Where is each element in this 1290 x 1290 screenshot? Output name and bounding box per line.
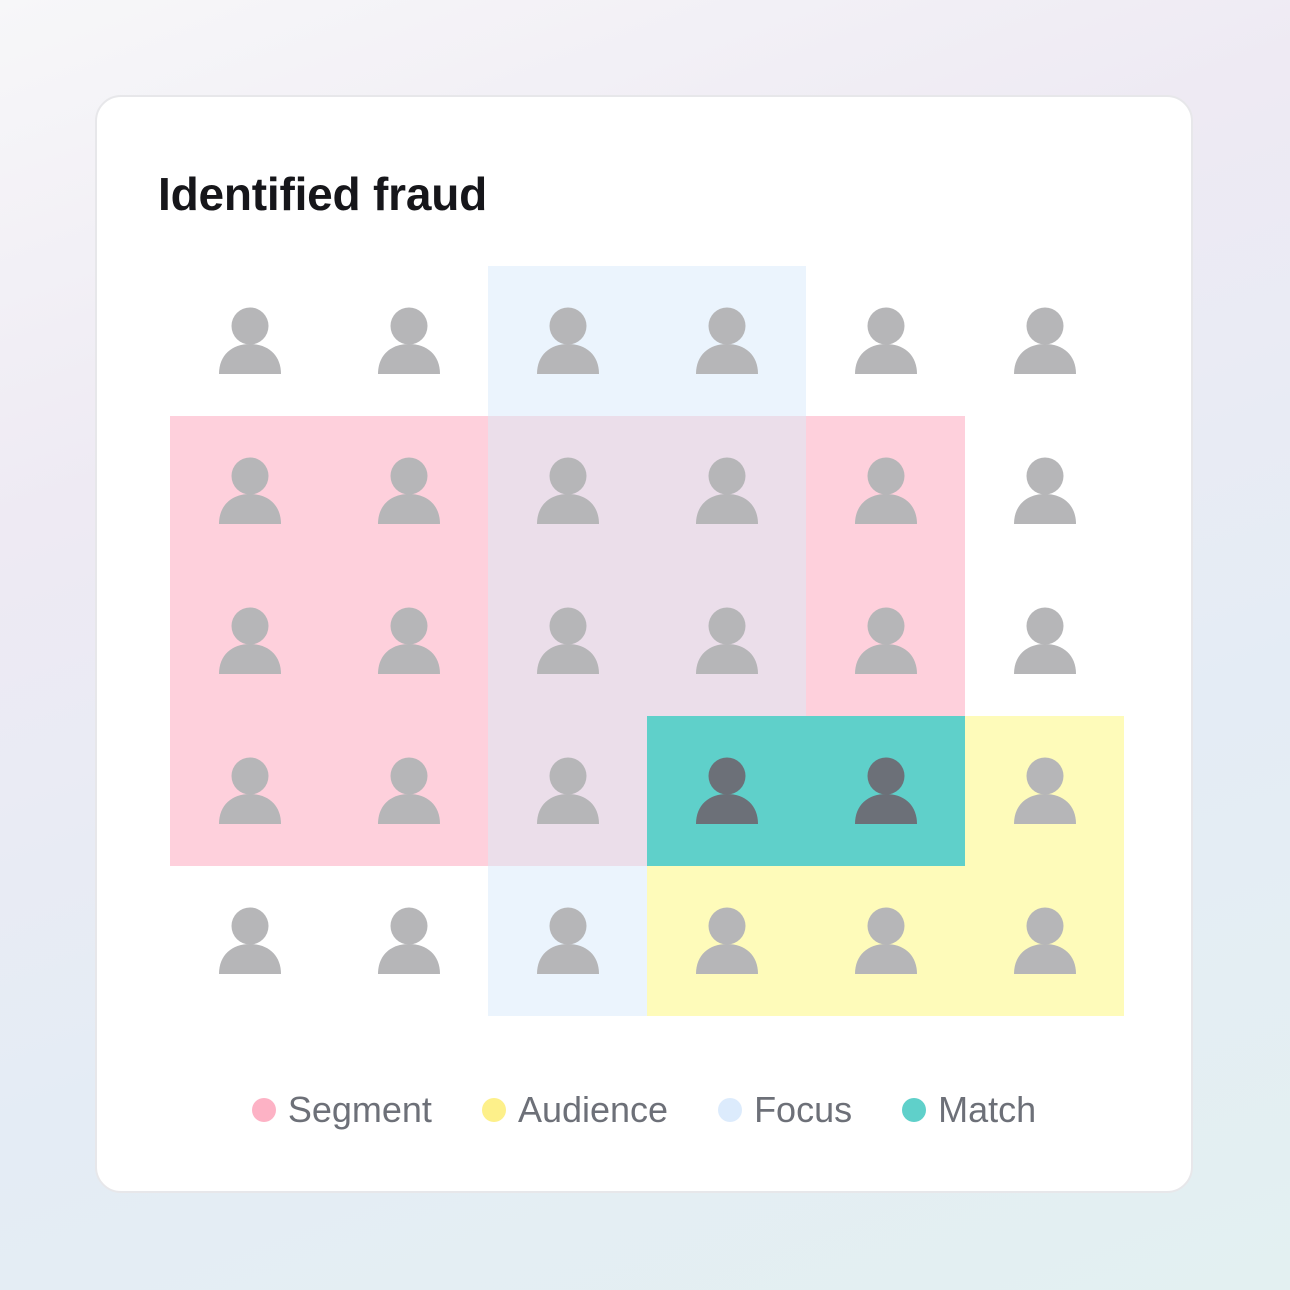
person-icon bbox=[329, 416, 488, 566]
people-grid bbox=[170, 266, 1124, 1016]
person-icon bbox=[329, 716, 488, 866]
person-icon bbox=[488, 866, 647, 1016]
region-audience bbox=[647, 866, 965, 1016]
legend-item-audience: Audience bbox=[481, 1089, 669, 1131]
legend: Segment Audience Focus Match bbox=[97, 1089, 1191, 1131]
person-icon bbox=[488, 566, 647, 716]
person-icon bbox=[170, 716, 329, 866]
legend-item-segment: Segment bbox=[251, 1089, 432, 1131]
person-icon bbox=[170, 416, 329, 566]
legend-swatch bbox=[251, 1098, 276, 1122]
legend-swatch bbox=[902, 1098, 927, 1122]
legend-label: Match bbox=[938, 1089, 1037, 1130]
person-icon bbox=[488, 416, 647, 566]
person-icon bbox=[170, 266, 329, 416]
legend-label: Focus bbox=[754, 1089, 853, 1130]
person-icon bbox=[170, 866, 329, 1016]
card-title: Identified fraud bbox=[158, 168, 488, 220]
person-icon bbox=[965, 566, 1124, 716]
region-segment bbox=[170, 416, 488, 866]
person-icon bbox=[965, 866, 1124, 1016]
person-icon bbox=[488, 266, 647, 416]
legend-swatch bbox=[481, 1098, 506, 1122]
person-icon bbox=[647, 716, 806, 866]
person-icon bbox=[329, 866, 488, 1016]
person-icon bbox=[647, 416, 806, 566]
region-match bbox=[647, 716, 965, 866]
person-icon bbox=[806, 566, 965, 716]
person-icon bbox=[647, 266, 806, 416]
person-icon bbox=[806, 866, 965, 1016]
legend-label: Audience bbox=[517, 1089, 669, 1130]
person-icon bbox=[965, 716, 1124, 866]
person-icon bbox=[329, 566, 488, 716]
person-icon bbox=[965, 266, 1124, 416]
person-icon bbox=[170, 566, 329, 716]
person-icon bbox=[806, 716, 965, 866]
legend-item-focus: Focus bbox=[718, 1089, 852, 1131]
person-icon bbox=[965, 416, 1124, 566]
legend-item-match: Match bbox=[902, 1089, 1036, 1131]
person-icon bbox=[647, 866, 806, 1016]
person-icon bbox=[488, 716, 647, 866]
fraud-card: Identified fraud Segment Audience Focus Mat… bbox=[95, 95, 1193, 1193]
person-icon bbox=[806, 416, 965, 566]
person-icon bbox=[329, 266, 488, 416]
legend-label: Segment bbox=[287, 1089, 432, 1130]
person-icon bbox=[806, 266, 965, 416]
legend-swatch bbox=[718, 1098, 743, 1122]
person-icon bbox=[647, 566, 806, 716]
